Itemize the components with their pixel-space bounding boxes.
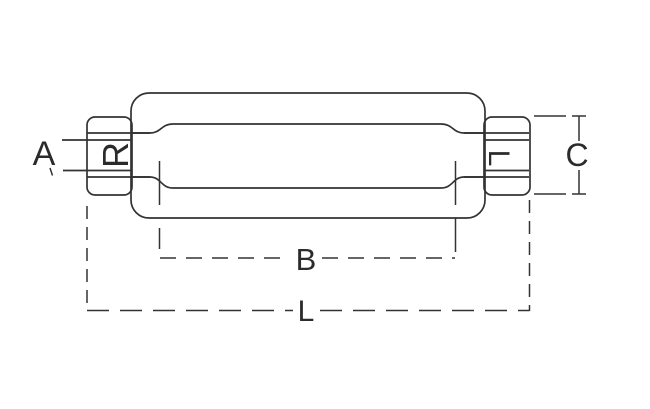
right-nut-thread-stamp-l: L (482, 150, 515, 167)
body-slot-opening (131, 123, 485, 189)
right-nut-outline (483, 116, 531, 196)
dim-a-tick (49, 167, 54, 176)
dim-label-a: A (33, 135, 56, 173)
dim-label-c: C (565, 137, 588, 173)
body-frame-outline (130, 92, 486, 219)
dim-label-b: B (296, 242, 317, 277)
left-nut-outline (86, 116, 133, 196)
left-nut-thread-stamp-r: R (95, 142, 136, 168)
dim-label-l: L (298, 295, 315, 328)
